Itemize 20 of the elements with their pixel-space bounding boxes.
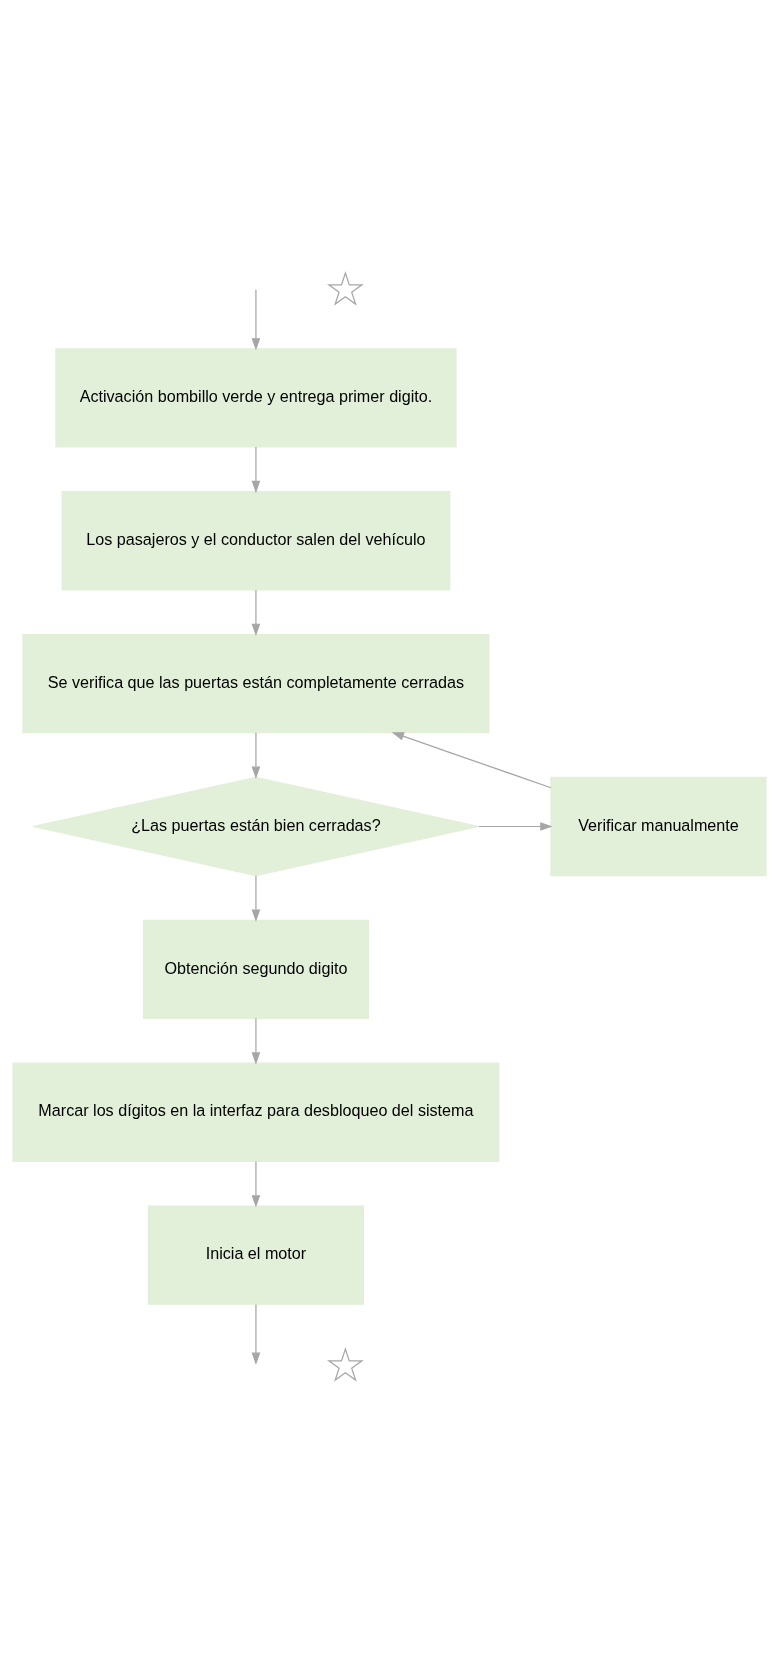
node-box: Verificar manualmente <box>550 776 767 877</box>
arrow <box>251 289 261 351</box>
node-box: Se verifica que las puertas están completamente cerradas <box>22 633 490 734</box>
arrow <box>251 1160 261 1208</box>
arrow <box>251 589 261 637</box>
arrow <box>251 875 261 922</box>
node-diamond: ¿Las puertas están bien cerradas? <box>32 776 480 877</box>
node-box: Los pasajeros y el conductor salen del vehículo <box>61 491 451 591</box>
node-box: Marcar los dígitos en la interfaz para desbloqueo del sistema <box>12 1062 500 1162</box>
arrow <box>251 446 261 494</box>
arrow <box>391 732 552 789</box>
node-box: Obtención segundo digito <box>142 919 369 1020</box>
node-box: Inicia el motor <box>147 1205 365 1305</box>
node-star <box>326 1347 364 1382</box>
arrow <box>251 1017 261 1065</box>
arrow <box>251 1303 261 1366</box>
node-box: Activación bombillo verde y entrega primer digito. <box>55 348 457 448</box>
node-star <box>326 271 364 306</box>
arrow <box>251 732 261 779</box>
arrow <box>478 822 553 831</box>
